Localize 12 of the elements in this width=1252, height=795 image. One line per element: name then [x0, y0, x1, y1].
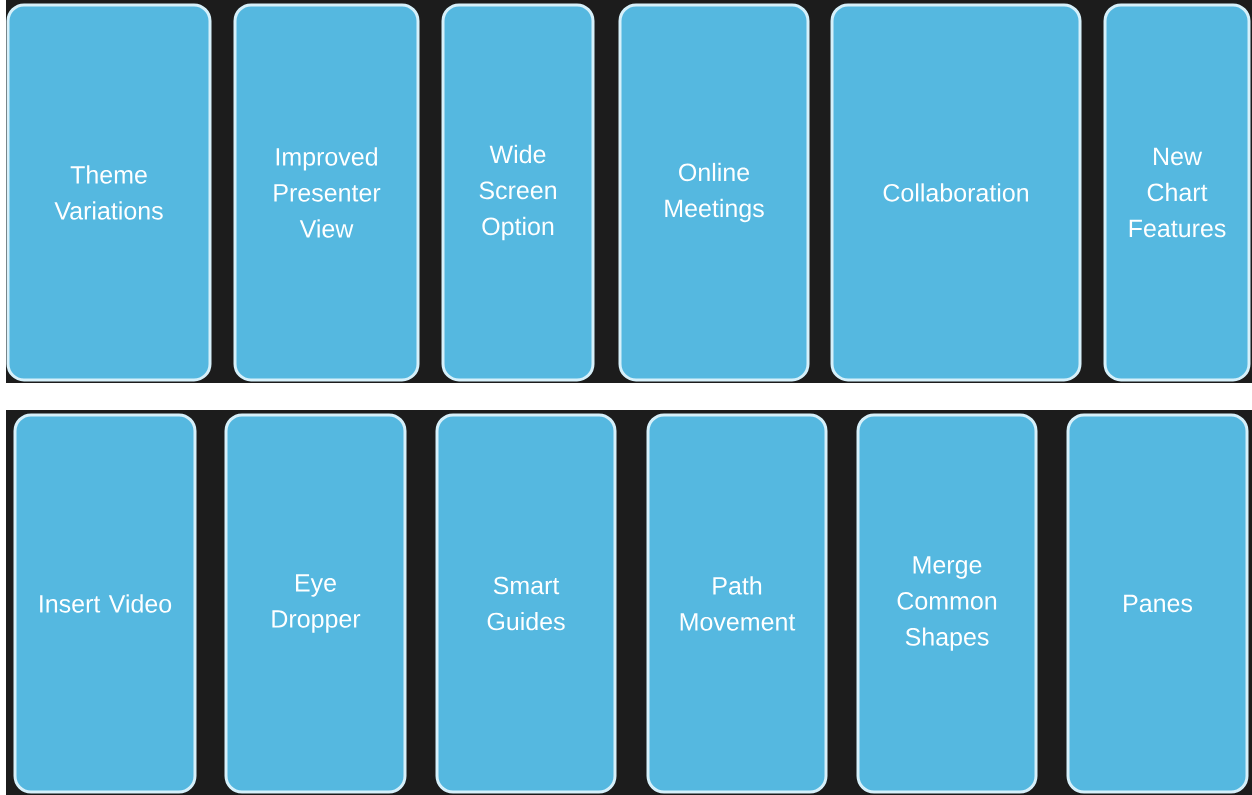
feature-card: Eye Dropper: [224, 413, 407, 794]
feature-card: Insert Video: [13, 413, 197, 794]
feature-card: Collaboration: [830, 3, 1082, 382]
feature-card: New Chart Features: [1103, 3, 1251, 382]
feature-card: Theme Variations: [6, 3, 212, 382]
feature-card: Smart Guides: [435, 413, 617, 794]
feature-card: Path Movement: [646, 413, 828, 794]
feature-card: Merge Common Shapes: [856, 413, 1038, 794]
feature-card: Wide Screen Option: [441, 3, 595, 382]
feature-card: Panes: [1066, 413, 1249, 794]
feature-card: Improved Presenter View: [233, 3, 420, 382]
feature-card: Online Meetings: [618, 3, 810, 382]
